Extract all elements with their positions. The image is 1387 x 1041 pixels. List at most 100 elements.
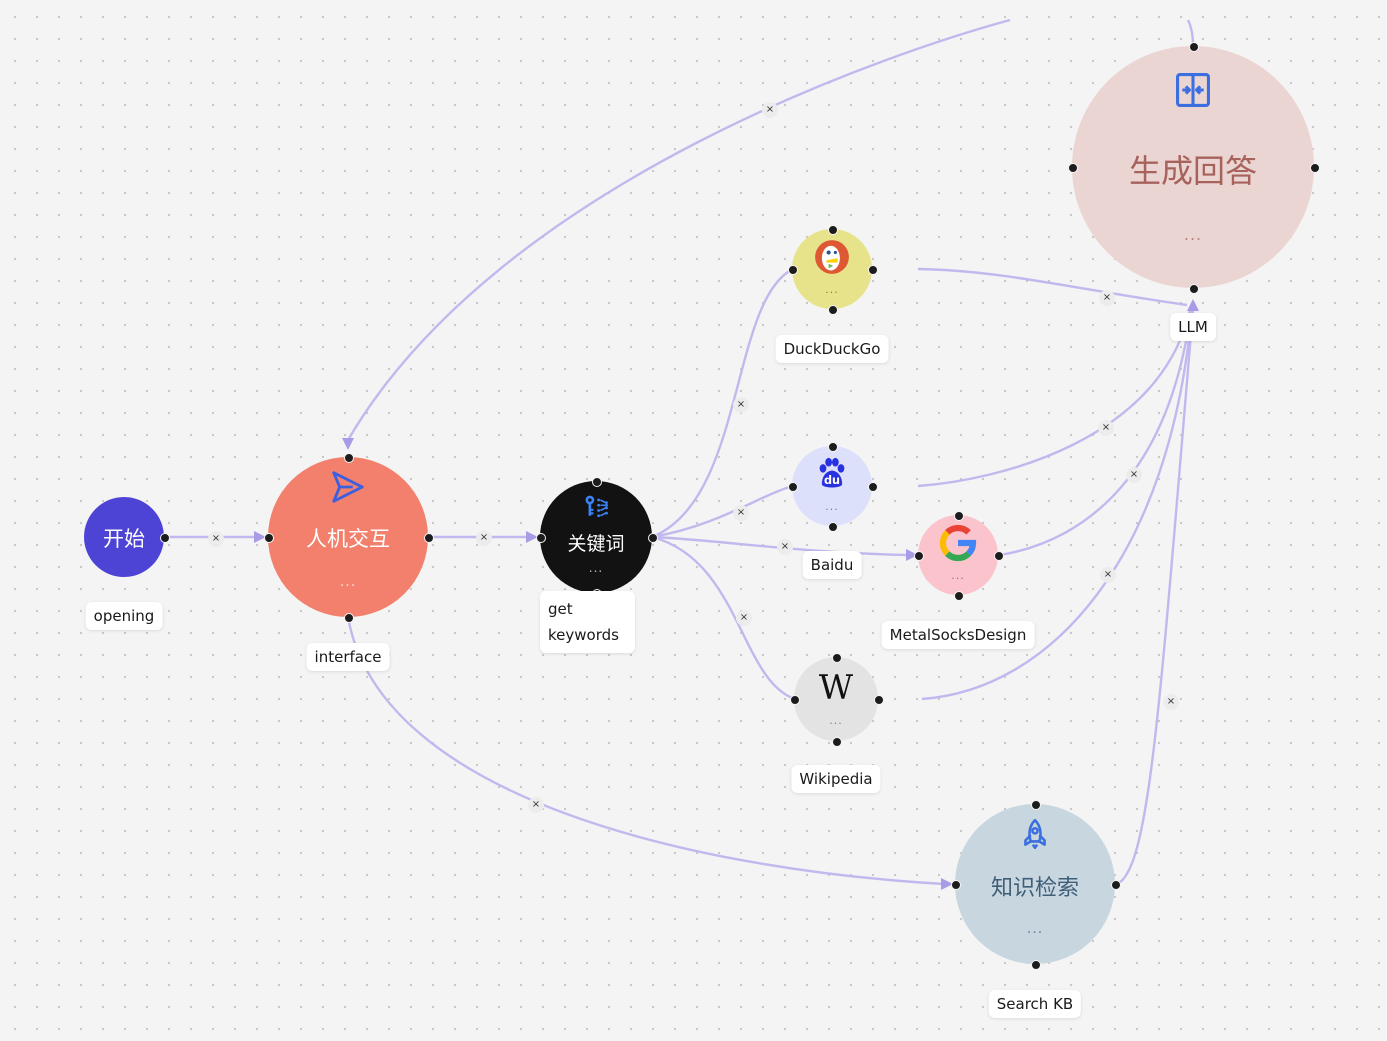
node-more-button[interactable]: ... xyxy=(825,282,839,296)
edge-keywords-to-duckduckgo[interactable] xyxy=(651,267,794,539)
node-more-button[interactable]: ... xyxy=(339,573,357,590)
edge-delete-button[interactable]: × xyxy=(733,397,749,413)
node-title: 关键词 xyxy=(567,532,625,555)
node-label[interactable]: LLM xyxy=(1170,313,1216,341)
edge-delete-button[interactable]: × xyxy=(208,531,224,547)
edge-keywords-to-wikipedia[interactable] xyxy=(651,535,796,701)
node-label[interactable]: DuckDuckGo xyxy=(775,335,889,363)
handle-right[interactable] xyxy=(874,695,884,705)
node-kb[interactable]: 知识检索... xyxy=(955,804,1115,964)
handle-right[interactable] xyxy=(424,533,434,543)
edge-delete-button[interactable]: × xyxy=(762,102,778,118)
node-llm[interactable]: 生成回答... xyxy=(1072,46,1314,288)
node-label[interactable]: Wikipedia xyxy=(791,765,881,793)
edge-keywords-to-google[interactable] xyxy=(651,535,909,557)
edge-delete-button[interactable]: × xyxy=(1098,420,1114,436)
node-baidu[interactable]: du ... xyxy=(792,446,872,526)
handle-left[interactable] xyxy=(951,880,961,890)
handle-bottom[interactable] xyxy=(832,737,842,747)
node-more-button[interactable]: ... xyxy=(1026,920,1044,937)
edge-duckduckgo-to-llm[interactable] xyxy=(917,267,1188,307)
duckduckgo-icon xyxy=(814,239,850,275)
edge-llm-to-interface[interactable] xyxy=(346,18,1011,441)
svg-text:du: du xyxy=(824,474,840,487)
edge-interface-to-kb[interactable] xyxy=(346,616,945,886)
edge-arrow-keywords-to-google xyxy=(906,549,918,561)
node-title: 知识检索 xyxy=(990,875,1079,901)
edge-kb-to-llm[interactable] xyxy=(1116,309,1195,886)
edge-arrow-interface-to-kb xyxy=(941,878,953,890)
node-title: 生成回答 xyxy=(1128,152,1257,191)
handle-top[interactable] xyxy=(592,477,602,487)
handle-left[interactable] xyxy=(536,533,546,543)
handle-bottom[interactable] xyxy=(828,522,838,532)
edge-delete-button[interactable]: × xyxy=(1099,290,1115,306)
node-wikipedia[interactable]: W... xyxy=(794,657,878,741)
node-more-button[interactable]: ... xyxy=(829,713,843,727)
edge-arrow-start-to-interface xyxy=(254,531,266,543)
edge-delete-button[interactable]: × xyxy=(1100,567,1116,583)
edge-delete-button[interactable]: × xyxy=(1163,694,1179,710)
handle-right[interactable] xyxy=(868,482,878,492)
node-label[interactable]: get keywords xyxy=(540,591,635,653)
handle-right[interactable] xyxy=(648,533,658,543)
handle-top[interactable] xyxy=(954,511,964,521)
node-label[interactable]: Baidu xyxy=(802,551,862,579)
handle-right[interactable] xyxy=(160,533,170,543)
handle-left[interactable] xyxy=(264,533,274,543)
node-keywords[interactable]: 关键词... xyxy=(540,481,652,593)
node-google[interactable]: ... xyxy=(918,515,998,595)
handle-top[interactable] xyxy=(828,225,838,235)
edge-delete-button[interactable]: × xyxy=(476,530,492,546)
baidu-icon: du xyxy=(814,456,850,492)
node-duckduckgo[interactable]: ... xyxy=(792,229,872,309)
node-more-button[interactable]: ... xyxy=(588,561,604,576)
node-more-button[interactable]: ... xyxy=(1183,224,1203,244)
handle-left[interactable] xyxy=(1068,163,1078,173)
node-start[interactable]: 开始 xyxy=(84,497,164,577)
handle-right[interactable] xyxy=(868,265,878,275)
edge-delete-button[interactable]: × xyxy=(777,539,793,555)
handle-left[interactable] xyxy=(790,695,800,705)
send-icon xyxy=(329,468,367,506)
edge-google-to-llm[interactable] xyxy=(999,309,1193,557)
handle-top[interactable] xyxy=(828,442,838,452)
node-more-button[interactable]: ... xyxy=(951,568,965,582)
edge-delete-button[interactable]: × xyxy=(1126,467,1142,483)
handle-bottom[interactable] xyxy=(344,613,354,623)
edge-delete-button[interactable]: × xyxy=(733,505,749,521)
edge-delete-button[interactable]: × xyxy=(736,610,752,626)
handle-bottom[interactable] xyxy=(828,305,838,315)
handle-bottom[interactable] xyxy=(1031,960,1041,970)
handle-right[interactable] xyxy=(994,551,1004,561)
handle-top[interactable] xyxy=(1189,42,1199,52)
edge-delete-button[interactable]: × xyxy=(528,797,544,813)
node-more-button[interactable]: ... xyxy=(825,499,839,513)
handle-left[interactable] xyxy=(788,265,798,275)
handle-top[interactable] xyxy=(1031,800,1041,810)
node-label[interactable]: opening xyxy=(85,602,163,630)
edge-arrow-into-llm xyxy=(1187,299,1199,311)
edge-keywords-to-baidu[interactable] xyxy=(651,484,794,539)
handle-bottom[interactable] xyxy=(954,591,964,601)
edge-baidu-to-llm[interactable] xyxy=(917,309,1192,488)
handle-left[interactable] xyxy=(914,551,924,561)
keyword-icon xyxy=(582,493,610,521)
handle-top[interactable] xyxy=(832,653,842,663)
google-icon xyxy=(938,523,978,563)
node-label[interactable]: Search KB xyxy=(988,990,1082,1018)
node-label[interactable]: MetalSocksDesign xyxy=(881,621,1035,649)
node-title: 人机交互 xyxy=(306,527,390,552)
handle-right[interactable] xyxy=(1111,880,1121,890)
handle-right[interactable] xyxy=(1310,163,1320,173)
handle-bottom[interactable] xyxy=(1189,284,1199,294)
handle-left[interactable] xyxy=(788,482,798,492)
edge-arrow-interface-to-keywords xyxy=(526,531,538,543)
node-interface[interactable]: 人机交互... xyxy=(268,457,428,617)
edge-arrow-llm-to-interface xyxy=(342,438,354,450)
handle-top[interactable] xyxy=(344,453,354,463)
edge-wikipedia-to-llm[interactable] xyxy=(921,309,1194,701)
node-label[interactable]: interface xyxy=(306,643,390,671)
wikipedia-icon: W xyxy=(817,668,855,707)
